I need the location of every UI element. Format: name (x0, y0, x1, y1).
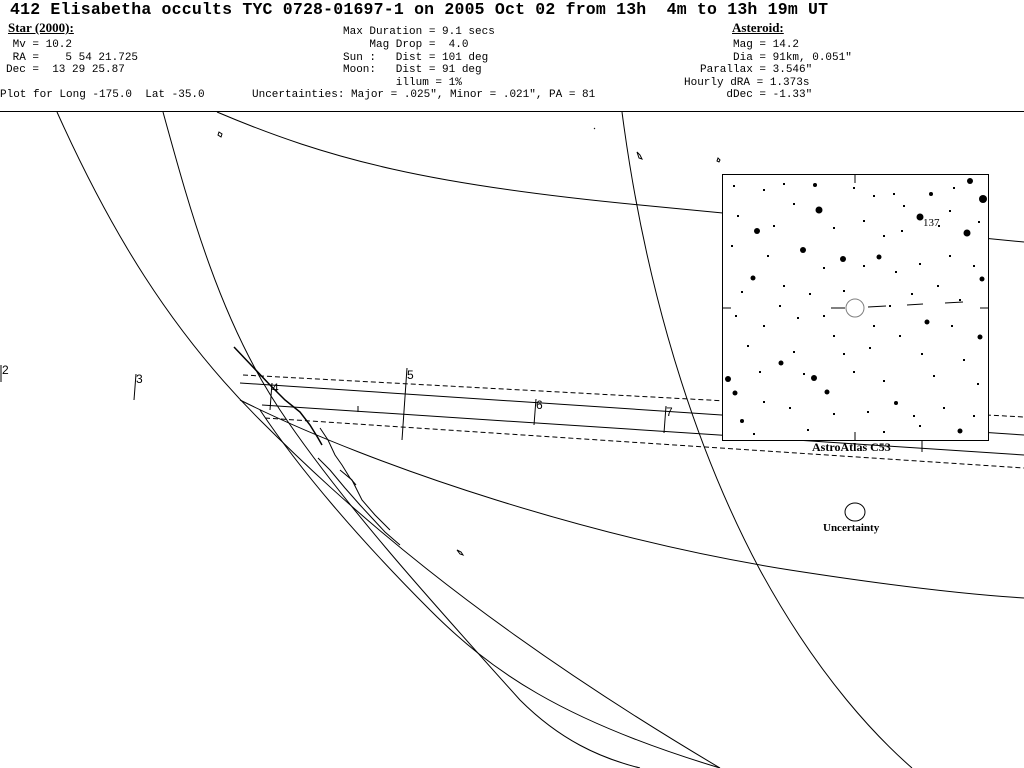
mag-drop: Mag Drop = 4.0 (343, 39, 469, 51)
asteroid-ddec: dDec = -1.33" (700, 89, 813, 101)
star (811, 375, 817, 381)
star (957, 428, 963, 434)
coastline (319, 427, 357, 486)
island (636, 151, 643, 160)
time-label-5: 5 (407, 368, 414, 382)
time-label-3: 3 (136, 372, 143, 386)
plot-location: Plot for Long -175.0 Lat -35.0 (0, 89, 205, 101)
island (456, 549, 465, 556)
moon-illumination: illum = 1% (343, 77, 462, 89)
star-chart-label: AstroAtlas C53 (812, 440, 891, 454)
time-tick (401, 367, 408, 441)
latitude-curve (239, 399, 1024, 599)
star (840, 256, 846, 262)
star (967, 178, 973, 184)
path-south-limit (261, 404, 1024, 456)
coastline (233, 346, 323, 446)
island (593, 127, 596, 130)
star (815, 206, 823, 214)
uncertainties: Uncertainties: Major = .025", Minor = .0… (252, 89, 596, 101)
asteroid-heading: Asteroid: (732, 20, 784, 35)
uncertainty-label: Uncertainty (823, 522, 880, 534)
star-dec: Dec = 13 29 25.87 (6, 64, 125, 76)
time-tick (533, 398, 537, 426)
asteroid-hourly-dra: Hourly dRA = 1.373s (684, 77, 810, 89)
target-star-circle (845, 298, 865, 318)
star (778, 360, 784, 366)
time-label-4: 4 (272, 381, 279, 395)
faint-stars (731, 183, 980, 435)
star-heading: Star (2000): (8, 20, 74, 35)
time-tick (269, 382, 273, 411)
time-tick (133, 373, 137, 401)
star (929, 192, 933, 196)
star (732, 390, 738, 396)
moon-distance: Moon: Dist = 91 deg (343, 64, 482, 76)
asteroid-track (867, 305, 887, 308)
earth-limb-curve (56, 111, 721, 768)
star (740, 419, 744, 423)
star-chart-inset: 137 (722, 174, 989, 441)
time-tick (663, 405, 667, 434)
path-uncertainty-south (264, 417, 1024, 469)
star-ra: RA = 5 54 21.725 (6, 52, 139, 64)
star (979, 195, 987, 203)
coastline (339, 469, 391, 531)
asteroid-mag: Mag = 14.2 (700, 39, 800, 51)
star (750, 275, 756, 281)
star (924, 319, 930, 325)
island (217, 131, 223, 138)
asteroid-track (906, 303, 924, 306)
uncertainty-ellipse (844, 502, 866, 522)
star (813, 183, 817, 187)
star-mv: Mv = 10.2 (6, 39, 73, 51)
star (916, 213, 924, 221)
asteroid-diameter: Dia = 91km, 0.051" (700, 52, 852, 64)
star (977, 334, 983, 340)
longitude-curve (621, 111, 913, 768)
star (725, 376, 731, 382)
island (716, 157, 721, 163)
star (754, 228, 760, 234)
earth-limb-curve (259, 409, 721, 768)
star-field (723, 175, 988, 440)
star (824, 389, 830, 395)
header-divider (0, 111, 1024, 112)
star-number-label: 137 (923, 217, 940, 229)
star (800, 247, 806, 253)
time-label-2: 2 (2, 363, 9, 377)
asteroid-track (944, 301, 964, 304)
earth-limb-curve (162, 111, 641, 768)
star (876, 254, 882, 260)
star (894, 401, 898, 405)
max-duration: Max Duration = 9.1 secs (343, 26, 495, 38)
time-label-6: 6 (536, 398, 543, 412)
star (963, 229, 971, 237)
asteroid-parallax: Parallax = 3.546" (700, 64, 813, 76)
page-title: 412 Elisabetha occults TYC 0728-01697-1 … (10, 0, 829, 19)
sun-distance: Sun : Dist = 101 deg (343, 52, 489, 64)
time-label-7: 7 (666, 405, 673, 419)
star (979, 276, 985, 282)
coastline (317, 457, 401, 546)
